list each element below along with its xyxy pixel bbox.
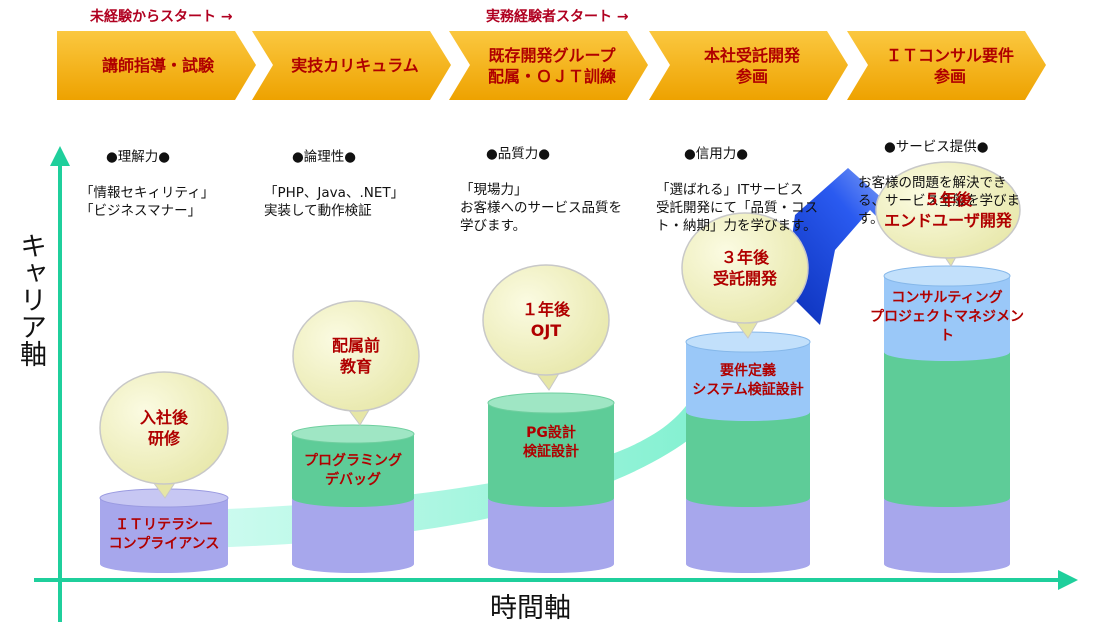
growth-arrow-light (205, 392, 695, 548)
y-axis-arrowhead-icon (50, 146, 70, 166)
cylinder-1 (99, 488, 229, 573)
bubble-shape-5 (875, 161, 1021, 267)
cylinder-4 (685, 331, 811, 573)
cylinder-5 (883, 265, 1011, 573)
y-axis-label: キャリア軸 (10, 232, 50, 375)
chevron-shape-1 (57, 31, 256, 100)
y-axis-label-text: キャリア軸 (15, 232, 46, 367)
description-text-2: 「PHP、Java、.NET」 実装して動作検証 (264, 185, 405, 219)
description-text-4: 「選ばれる」ITサービス 受託開発にて「品質・コス ト・納期」力を学びます。 (656, 182, 818, 234)
cylinder-2-segment-label: プログラミング デバッグ (304, 453, 402, 488)
bubble-3: １年後 OJT (521, 300, 570, 340)
bubble-4: ３年後 受託開発 (712, 248, 777, 288)
description-text-5: お客様の問題を解決でき る、サービス全般を学びま す。 (858, 175, 1020, 227)
step-label-4: 本社受託開発 参画 (703, 45, 800, 86)
description-title-4: ●信用力● (684, 146, 749, 162)
description-title-1: ●理解力● (106, 149, 171, 165)
chevron-shape-3 (449, 31, 648, 100)
process-chevrons (57, 31, 1046, 100)
start-label-experienced: 実務経験者スタート → (486, 9, 629, 25)
description-title-3: ●品質力● (486, 146, 551, 162)
chevron-shape-4 (649, 31, 848, 100)
description-5: ●サービス提供● お客様の問題を解決でき る、サービス全般を学びま す。 (858, 120, 1020, 228)
axes (34, 146, 1078, 622)
description-text-3: 「現場力」 お客様へのサービス品質を 学びます。 (460, 182, 622, 234)
bubble-5: ５年後 エンドユーザ開発 (884, 190, 1012, 230)
start-label-newcomer: 未経験からスタート → (90, 9, 233, 25)
step-label-1: 講師指導・試験 (101, 56, 214, 75)
cylinder-3-segment-label: PG設計 検証設計 (523, 425, 579, 460)
description-3: ●品質力● 「現場力」 お客様へのサービス品質を 学びます。 (460, 127, 622, 235)
bubble-1: 入社後 研修 (139, 408, 188, 448)
x-axis-label: 時間軸 (490, 593, 571, 624)
cylinder-2 (291, 424, 415, 573)
bubble-shape-2 (292, 300, 420, 426)
chevron-shape-2 (252, 31, 451, 100)
step-label-3: 既存開発グループ 配属・ＯＪＴ訓練 (487, 45, 616, 86)
step-label-5: ＩＴコンサル要件 参画 (885, 45, 1014, 86)
chevron-shape-5 (847, 31, 1046, 100)
description-1: ●理解力● 「情報セキィリティ」 「ビジネスマナー」 (80, 130, 214, 220)
bubble-shape-4 (681, 212, 809, 339)
description-2: ●論理性● 「PHP、Java、.NET」 実装して動作検証 (264, 130, 404, 220)
description-title-5: ●サービス提供● (884, 139, 989, 155)
skill-cylinders (99, 265, 1011, 573)
description-text-1: 「情報セキィリティ」 「ビジネスマナー」 (80, 185, 215, 219)
bubble-shape-3 (482, 264, 610, 391)
step-label-2: 実技カリキュラム (291, 56, 419, 75)
cylinder-4-segment-label: 要件定義 システム検証設計 (692, 363, 804, 398)
bubble-shape-1 (99, 371, 229, 499)
description-title-2: ●論理性● (292, 149, 357, 165)
cylinder-5-segment-label: コンサルティング プロジェクトマネジメント (870, 289, 1024, 344)
description-4: ●信用力● 「選ばれる」ITサービス 受託開発にて「品質・コス ト・納期」力を学… (656, 127, 818, 235)
bubble-2: 配属前 教育 (331, 336, 380, 376)
x-axis-arrowhead-icon (1058, 570, 1078, 590)
cylinder-3 (487, 392, 615, 573)
cylinder-1-segment-label: ＩＴリテラシー コンプライアンス (108, 517, 220, 552)
speech-bubbles (99, 161, 1021, 499)
